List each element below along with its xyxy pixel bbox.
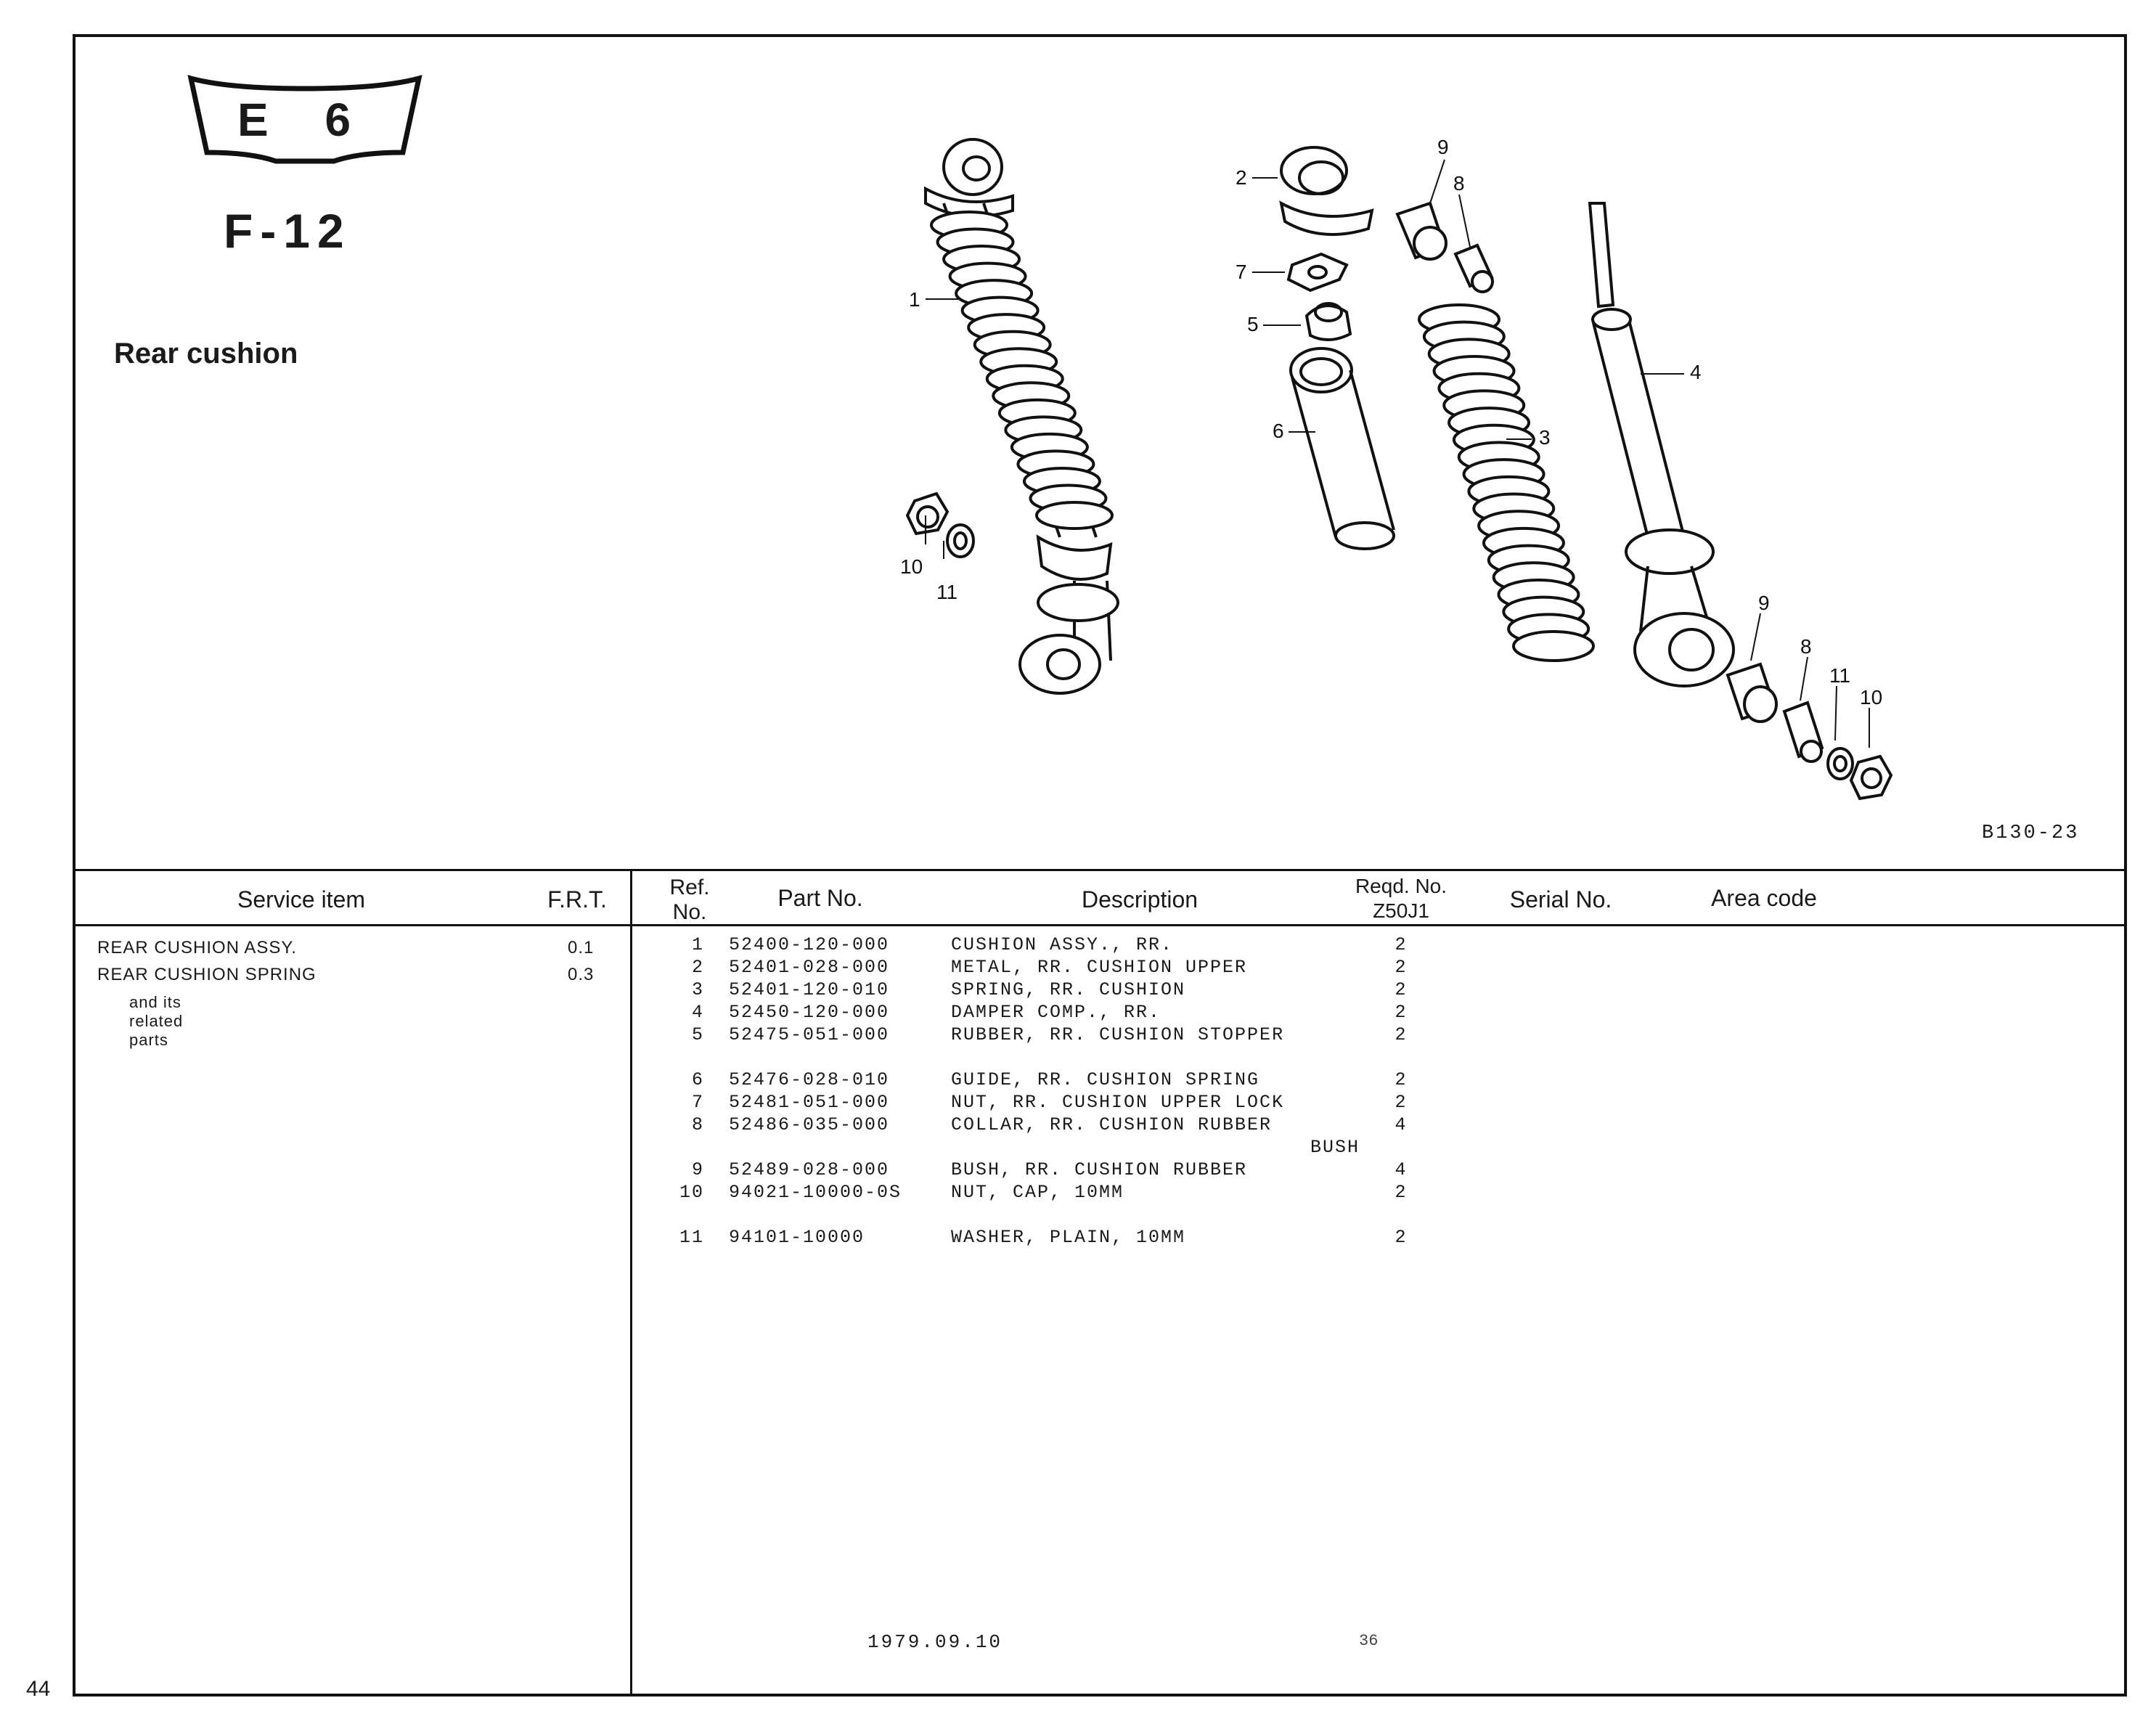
callout-8-lower: 8 xyxy=(1800,635,1812,658)
header-serial-no: Serial No. xyxy=(1509,886,1612,913)
header-service-item: Service item xyxy=(237,886,366,913)
drawing-code: B130-23 xyxy=(1982,822,2080,844)
callout-9-lower: 9 xyxy=(1758,592,1770,614)
callout-5: 5 xyxy=(1247,313,1259,335)
header-area-code: Area code xyxy=(1711,885,1817,911)
group-badge: E 6 xyxy=(185,73,425,178)
callout-8-upper: 8 xyxy=(1453,172,1465,195)
service-item-note: and its related parts xyxy=(129,993,184,1049)
badge-outline-icon xyxy=(187,75,422,164)
callout-11-lower: 11 xyxy=(1829,664,1850,687)
cushion-assembly-drawing xyxy=(924,138,1119,695)
badge-label: E 6 xyxy=(237,94,373,146)
callout-2: 2 xyxy=(1236,166,1247,189)
footer-stamp: 36 xyxy=(1359,1632,1379,1650)
rear-cushion-exploded-diagram: 1 2 3 4 5 6 7 9 8 10 11 9 8 11 10 xyxy=(900,136,1893,801)
callout-6: 6 xyxy=(1273,420,1284,442)
header-description: Description xyxy=(1081,886,1199,913)
callout-3: 3 xyxy=(1539,426,1551,449)
spring-coil xyxy=(1512,630,1595,662)
callout-7: 7 xyxy=(1236,261,1247,283)
callout-11-left: 11 xyxy=(936,581,957,603)
header-frt: F.R.T. xyxy=(547,886,607,913)
page-frame xyxy=(73,34,2127,1697)
spring-coil xyxy=(1035,501,1114,530)
header-reqd-no: Reqd. No. Z50J1 xyxy=(1355,875,1447,922)
header-part-no: Part No. xyxy=(777,885,863,911)
table-divider xyxy=(630,869,632,1695)
callout-10-lower: 10 xyxy=(1860,686,1882,709)
callout-1: 1 xyxy=(909,288,920,311)
callout-9-upper: 9 xyxy=(1437,136,1449,158)
callout-10-left: 10 xyxy=(900,555,923,578)
header-ref-no: Ref. No. xyxy=(669,875,710,924)
table-top-rule xyxy=(75,869,2124,871)
footer-date: 1979.09.10 xyxy=(867,1631,1003,1653)
section-title: Rear cushion xyxy=(114,338,298,370)
page-number: 44 xyxy=(26,1677,51,1701)
callout-4: 4 xyxy=(1690,361,1702,383)
table-header-rule xyxy=(75,924,2124,926)
frame-id: F-12 xyxy=(224,204,351,258)
